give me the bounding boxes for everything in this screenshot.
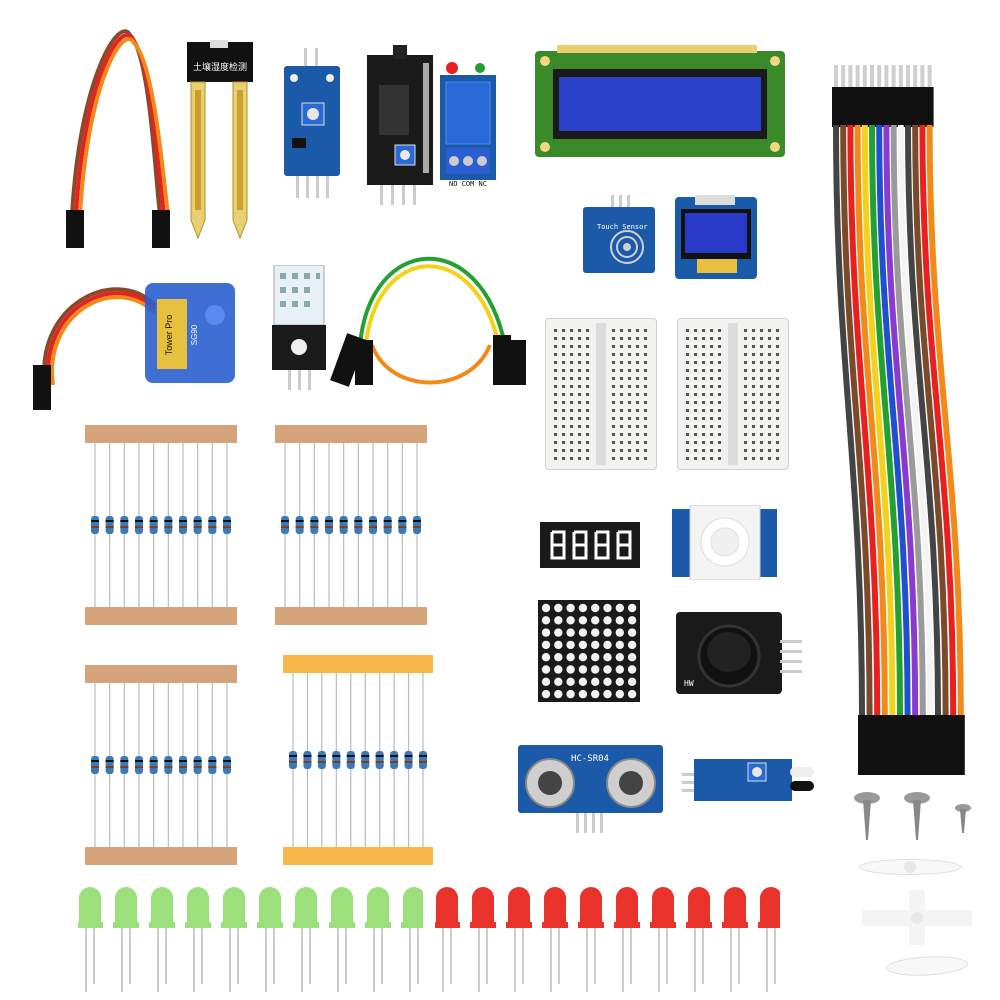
servo-model-label: SG90 (190, 324, 199, 345)
resistor-strip-2 (275, 425, 427, 625)
dht11-sensor (272, 264, 327, 390)
relay-module: NO COM NC (438, 60, 498, 190)
soil-moisture-probe: 土壤湿度检测 (185, 40, 255, 240)
ultrasonic-model-label: HC-SR04 (571, 754, 609, 764)
led-dot-matrix-8x8 (538, 600, 640, 702)
joystick-brand-label: HW (684, 679, 694, 688)
mini-breadboard-right (677, 318, 789, 470)
screw-small (953, 803, 973, 835)
pir-motion-sensor (672, 504, 777, 581)
sg90-servo: Tower Pro SG90 (25, 265, 245, 415)
relay-pin-label: NO COM NC (449, 180, 487, 188)
touch-sensor-label: Touch Sensor (597, 223, 648, 231)
red-led-row (434, 880, 784, 995)
hc-sr04-ultrasonic-sensor: HC-SR04 (518, 745, 663, 835)
moisture-comparator-module (282, 48, 342, 198)
servo-brand-label: Tower Pro (164, 315, 174, 356)
resistor-strip-3 (85, 665, 237, 865)
servo-horn-double (855, 853, 965, 881)
resistor-strip-4 (283, 655, 433, 865)
dupont-jumper-ribbon (832, 65, 965, 775)
four-digit-7seg-display (540, 522, 640, 568)
ir-obstacle-sensor (682, 755, 822, 805)
oled-display-module (675, 195, 757, 280)
servo-extension-cable (66, 29, 170, 248)
dupont-wire-bundle-small (330, 256, 526, 387)
touch-sensor-module: Touch Sensor (583, 195, 655, 275)
screw-large-2 (902, 792, 932, 842)
joystick-module: HW (676, 612, 806, 694)
servo-horn-cross (858, 886, 976, 950)
mini-breadboard-left (545, 318, 657, 470)
soil-probe-label: 土壤湿度检测 (193, 61, 247, 73)
green-led-row (77, 880, 427, 995)
resistor-strip-1 (85, 425, 237, 625)
lcd-1602-display (535, 45, 785, 157)
screw-large-1 (852, 792, 882, 842)
i2c-lcd-adapter (365, 45, 435, 205)
servo-horn-single (882, 950, 972, 982)
